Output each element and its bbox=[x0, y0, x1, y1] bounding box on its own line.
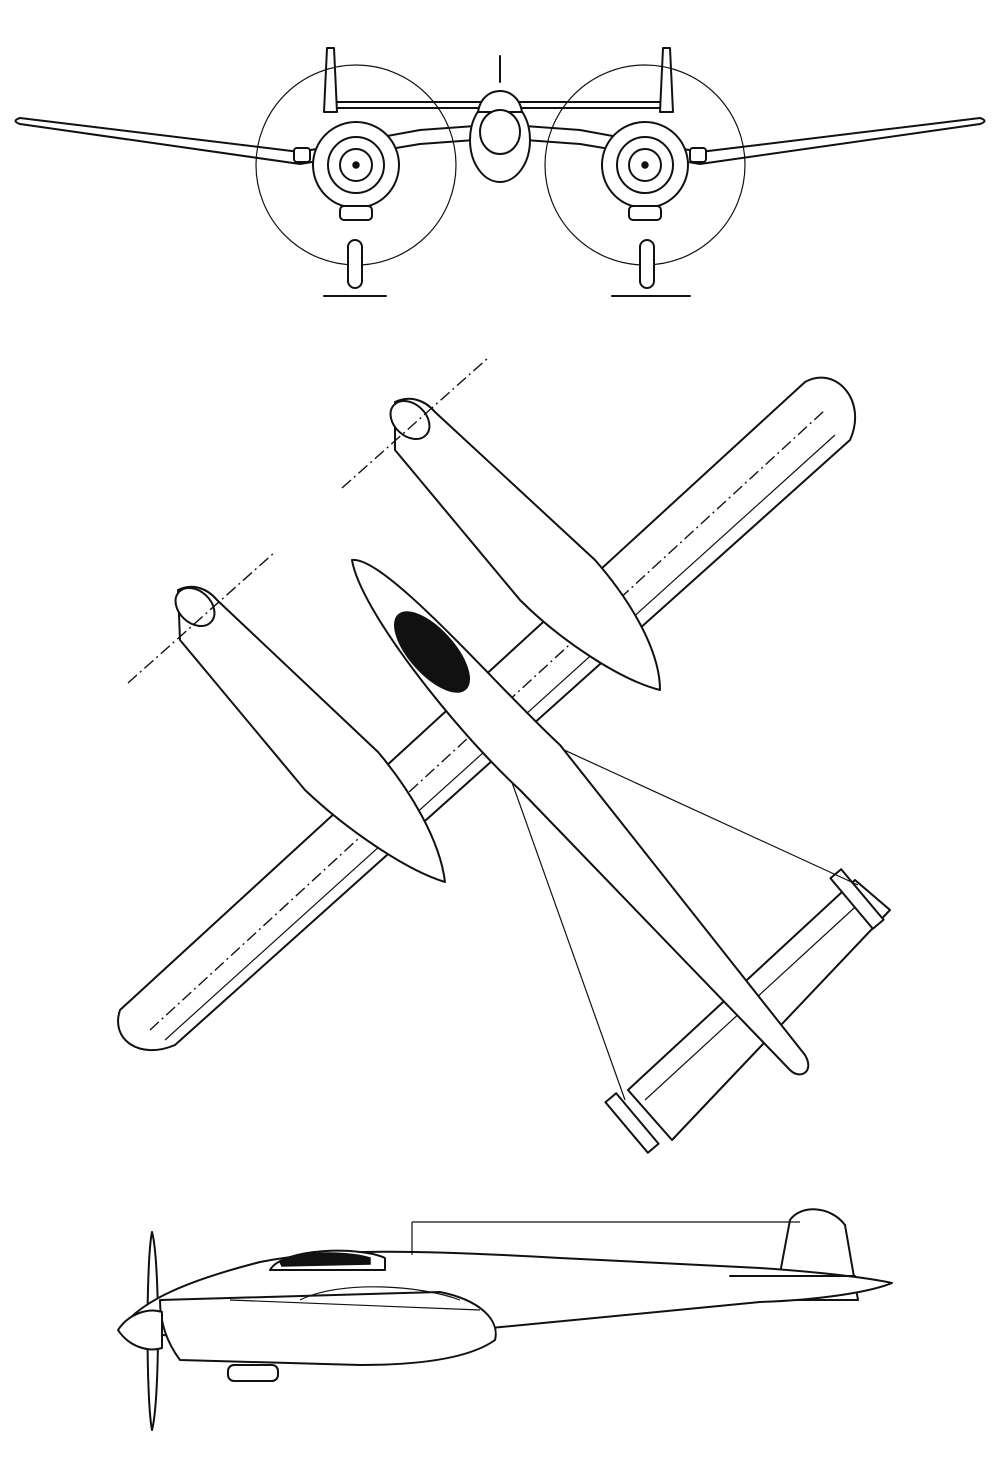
left-fin bbox=[323, 47, 338, 113]
upper-engine-nacelle bbox=[341, 357, 661, 691]
plan-view bbox=[117, 357, 891, 1154]
cockpit-canopy bbox=[394, 611, 470, 693]
right-fin bbox=[659, 47, 674, 113]
fuselage-front bbox=[469, 55, 531, 183]
front-view bbox=[14, 47, 986, 297]
left-wing-tip bbox=[14, 117, 21, 125]
engine-nacelle-side bbox=[159, 1291, 497, 1366]
left-tail-fin bbox=[604, 1092, 660, 1154]
lower-engine-nacelle bbox=[127, 551, 446, 883]
right-main-gear bbox=[611, 239, 691, 297]
antenna-wire bbox=[411, 1221, 800, 1255]
landing-gear-fairing bbox=[227, 1364, 279, 1382]
right-wing-tip bbox=[979, 117, 986, 125]
spinner bbox=[117, 1309, 163, 1351]
right-engine-nacelle bbox=[601, 121, 707, 221]
left-main-gear bbox=[323, 239, 387, 297]
left-engine-nacelle bbox=[293, 121, 400, 221]
side-view bbox=[117, 1208, 893, 1431]
right-tail-fin bbox=[829, 868, 885, 930]
